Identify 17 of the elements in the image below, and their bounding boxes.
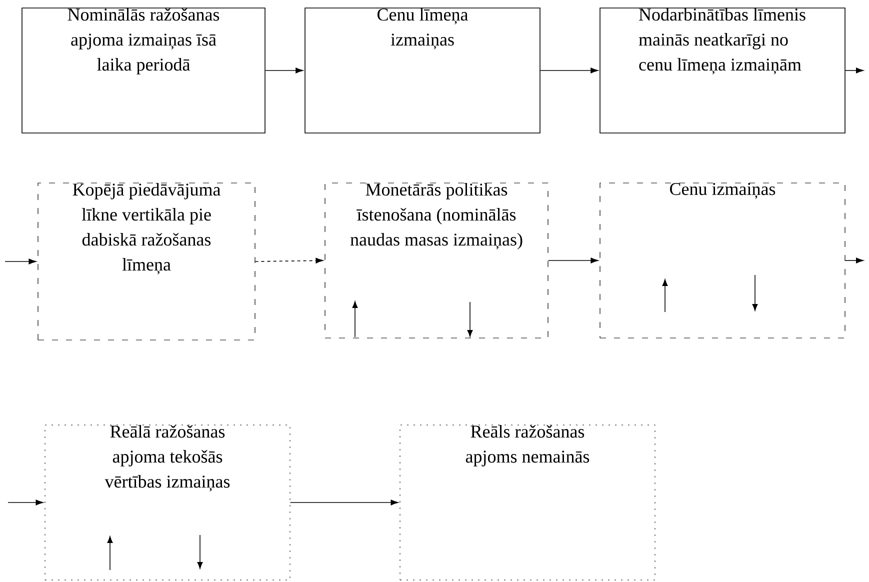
process-box: Reālā ražošanas apjoma tekošās vērtības izmaiņas [44, 424, 290, 580]
process-box: Kopējā piedāvājuma līkne vertikāla pie dabiskā ražošanas līmeņa [38, 182, 256, 340]
process-box: Nodarbinātības līmenis mainās neatkarīgi no cenu līmeņa izmaiņām [600, 8, 846, 134]
arrow [4, 258, 36, 264]
arrow [548, 258, 598, 264]
process-box: Nominālās ražošanas apjoma izmaiņas īsā laika periodā [22, 8, 266, 134]
process-box: Monetārās politikas īstenošana (nominālās naudas masas izmaiņas) [324, 182, 548, 338]
arrow [845, 68, 864, 74]
arrow [540, 68, 598, 74]
process-box: Cenu izmaiņas [600, 182, 846, 338]
arrow [8, 500, 44, 506]
arrow [254, 258, 324, 264]
process-box: Reāls ražošanas apjoms nemainās [400, 424, 656, 580]
arrow [290, 500, 398, 506]
arrow [265, 68, 304, 74]
arrow [844, 258, 864, 264]
process-box: Cenu līmeņa izmaiņas [304, 8, 540, 134]
